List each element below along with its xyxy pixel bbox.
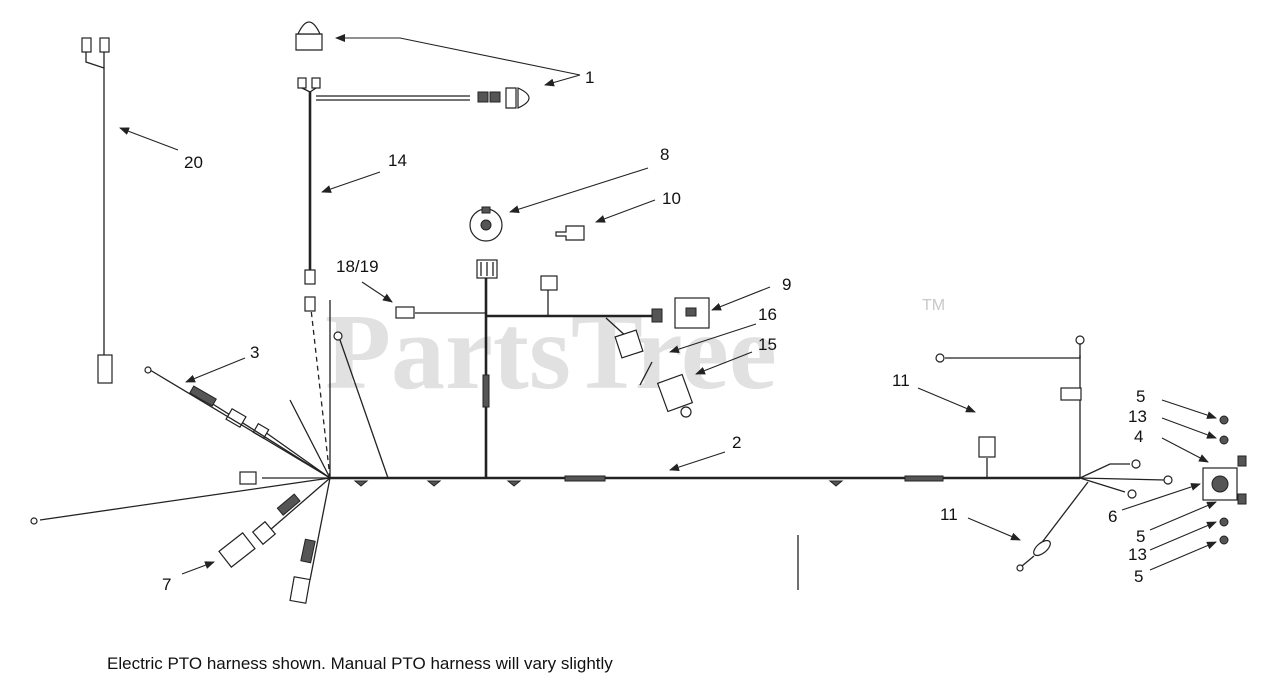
part-14-light-harness (295, 21, 530, 312)
harness-left-branches (30, 299, 389, 604)
mag-connector (289, 576, 311, 604)
callout-5-bottom: 5 (1134, 567, 1143, 586)
callout-5-middle: 5 (1136, 527, 1145, 546)
callout-11-lower: 11 (940, 505, 958, 524)
harness-sleeve (904, 475, 944, 482)
part-20-jumper-harness (81, 37, 113, 384)
pto-relay-connector (639, 361, 694, 418)
callout-leaders (119, 34, 1217, 575)
callout-7: 7 (162, 575, 171, 594)
callout-13-bottom: 13 (1128, 545, 1147, 564)
callout-1: 1 (585, 68, 594, 87)
callout-10: 10 (662, 189, 681, 208)
callout-9: 9 (782, 275, 791, 294)
watermark-trademark: TM (922, 297, 945, 314)
headlight-left (297, 21, 321, 35)
seat-switch-connector (978, 436, 996, 458)
callout-13-top: 13 (1128, 407, 1147, 426)
callout-16: 16 (758, 305, 777, 324)
starter-solenoid (1202, 455, 1247, 505)
callout-14: 14 (388, 151, 407, 170)
diagram-caption: Electric PTO harness shown. Manual PTO h… (107, 654, 613, 673)
callout-18-19: 18/19 (336, 257, 379, 276)
callout-5-top: 5 (1136, 387, 1145, 406)
connector-7 (218, 532, 256, 568)
headlight-right (517, 87, 530, 109)
connector-18-19 (395, 306, 415, 319)
solenoid-hardware (1219, 415, 1229, 545)
pto-switch (674, 297, 710, 329)
callout-11-upper: 11 (892, 371, 910, 390)
callout-4: 4 (1134, 427, 1143, 446)
jumper-connector (97, 354, 113, 384)
ignition-key (555, 225, 585, 241)
main-harness (330, 259, 1173, 572)
callout-3: 3 (250, 343, 259, 362)
harness-sleeve (564, 475, 606, 482)
callout-2: 2 (732, 433, 741, 452)
ignition-switch (469, 206, 503, 242)
callout-20: 20 (184, 153, 203, 172)
callout-8: 8 (660, 145, 669, 164)
callout-15: 15 (758, 335, 777, 354)
relay (614, 329, 644, 359)
callout-labels: 1 20 14 8 10 18/19 9 16 15 3 2 11 11 5 1… (162, 68, 1147, 594)
callout-6: 6 (1108, 507, 1117, 526)
